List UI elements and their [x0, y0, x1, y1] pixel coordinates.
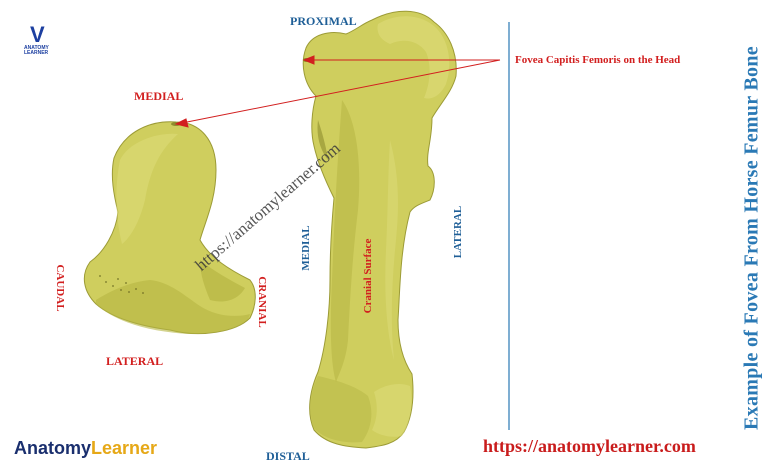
brand-logo: AnatomyLearner [14, 438, 157, 459]
label-medial-right: MEDIAL [300, 225, 312, 271]
logo-text-line2: LEARNER [24, 50, 49, 56]
arrow-head-to-head [302, 55, 315, 65]
label-proximal: PROXIMAL [290, 14, 357, 28]
logo-mark: V ANATOMY LEARNER [24, 20, 54, 56]
brand-part1: Anatomy [14, 438, 92, 458]
label-cranial-surface: Cranial Surface [362, 238, 374, 314]
logo-letter: V [30, 22, 45, 47]
figure-title: Example of Fovea From Horse Femur Bone [740, 46, 763, 430]
annotation-arrows [174, 55, 501, 128]
label-medial-left: MEDIAL [134, 89, 184, 103]
logo-text: ANATOMY LEARNER [24, 46, 49, 56]
footer-url: https://anatomylearner.com [483, 436, 696, 456]
logo-text-line1: ANATOMY [24, 45, 49, 51]
label-distal: DISTAL [266, 449, 310, 463]
brand-part2: Learner [91, 438, 158, 458]
arrow-line-to-end-view [181, 59, 501, 124]
femur-cranial-view [302, 10, 457, 449]
annotation-fovea: Fovea Capitis Femoris on the Head [515, 54, 681, 66]
label-lateral-left: LATERAL [106, 354, 164, 368]
label-cranial: CRANIAL [256, 276, 268, 328]
arrow-head-to-end-view [174, 118, 189, 128]
label-lateral-right: LATERAL [452, 205, 464, 259]
label-caudal: CAUDAL [54, 264, 66, 312]
